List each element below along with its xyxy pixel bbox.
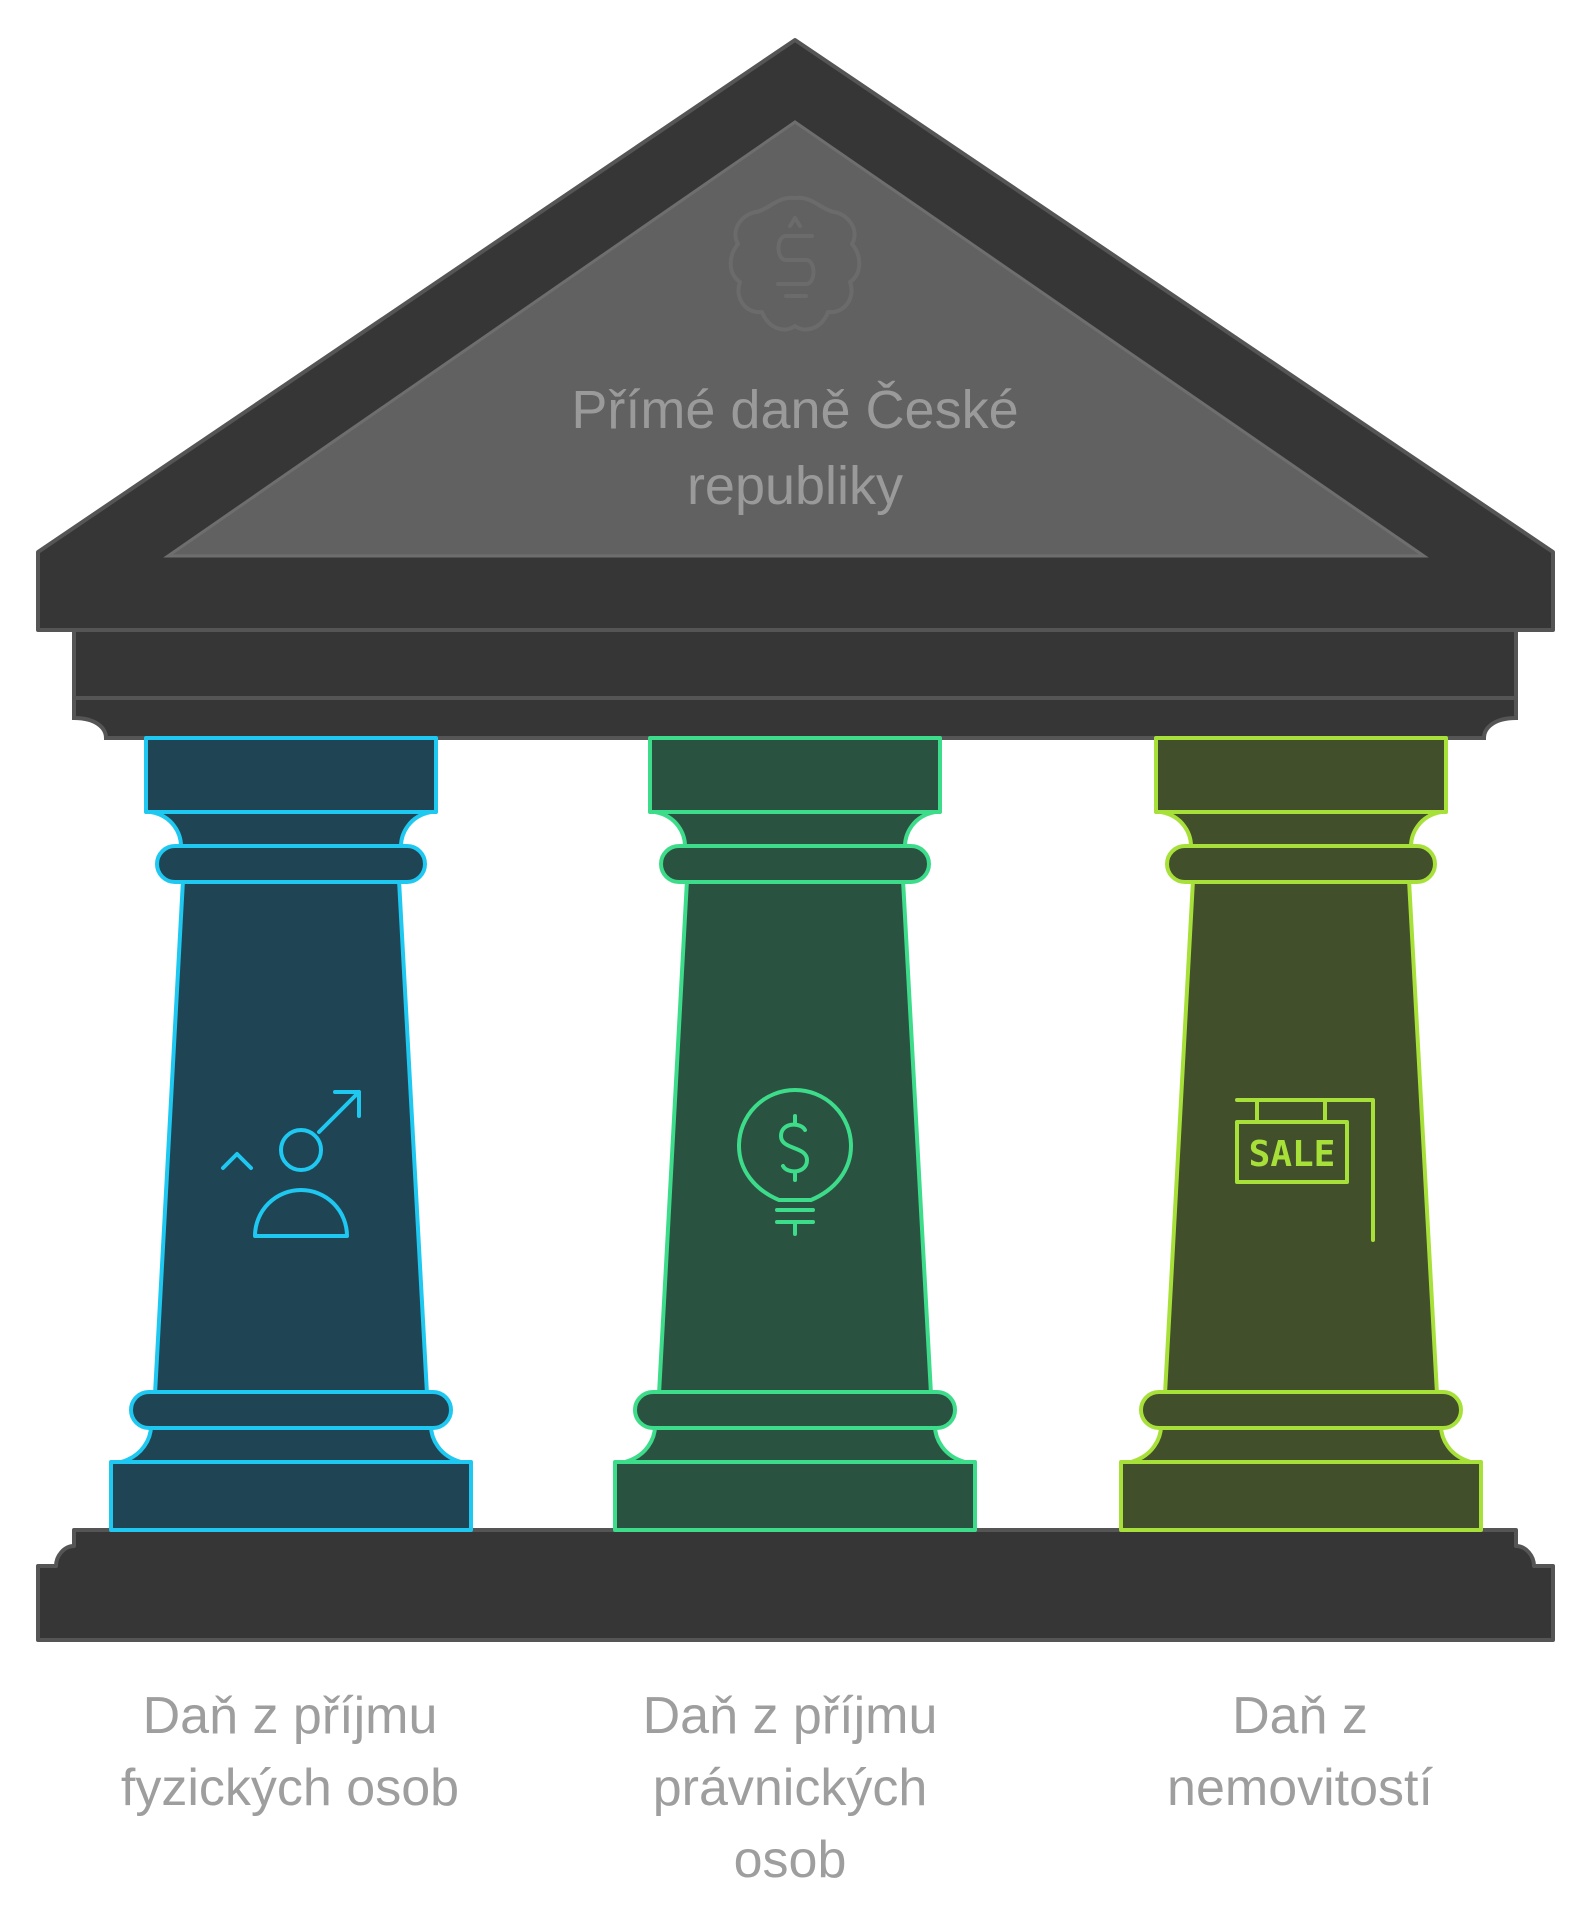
- pillar-capital: [1154, 736, 1448, 814]
- pillar-neck: [1159, 810, 1443, 848]
- pillars: SALE: [109, 736, 1483, 1532]
- pillar-label-3: Daň z nemovitostí: [1070, 1680, 1530, 1824]
- title-line-2: republiky: [686, 456, 904, 516]
- pillar-label-line: Daň z příjmu: [642, 1687, 938, 1745]
- pillar-top-ring: [659, 844, 931, 884]
- pillar-plinth: [109, 1460, 473, 1532]
- pillar-label-line: nemovitostí: [1167, 1759, 1433, 1817]
- pillar-bottom-ring: [129, 1390, 453, 1430]
- pillar-2: [613, 736, 977, 1532]
- pillar-base-flare: [1129, 1424, 1473, 1464]
- roof: [36, 38, 1555, 632]
- pillar-base-flare: [119, 1424, 463, 1464]
- pillar-label-2: Daň z příjmu právnických osob: [560, 1680, 1020, 1896]
- stylobate: [36, 1528, 1555, 1642]
- pillar-top-ring: [155, 844, 427, 884]
- pillar-plinth: [1119, 1460, 1483, 1532]
- pillar-label-line: fyzických osob: [120, 1759, 460, 1817]
- pillar-neck: [149, 810, 433, 848]
- pillar-neck: [653, 810, 937, 848]
- pillar-label-line: právnických: [652, 1759, 928, 1817]
- pillar-shaft: [657, 878, 933, 1396]
- pillar-base-flare: [623, 1424, 967, 1464]
- pillar-bottom-ring: [1139, 1390, 1463, 1430]
- sale-sign-icon: SALE: [1235, 1098, 1375, 1242]
- pillar-label-line: Daň z příjmu: [142, 1687, 438, 1745]
- pillar-label-line: Daň z: [1232, 1687, 1368, 1745]
- pillar-capital: [144, 736, 438, 814]
- diagram-title: Přímé daně České republiky: [450, 372, 1140, 524]
- entablature: [72, 628, 1518, 740]
- pillar-label-1: Daň z příjmu fyzických osob: [60, 1680, 520, 1824]
- pillar-top-ring: [1165, 844, 1437, 884]
- title-line-1: Přímé daně České: [571, 380, 1019, 440]
- dollar-lightbulb-icon: [737, 1088, 853, 1236]
- sale-sign-text: SALE: [1249, 1134, 1336, 1175]
- pillar-capital: [648, 736, 942, 814]
- pillar-3: SALE: [1119, 736, 1483, 1532]
- pillar-plinth: [613, 1460, 977, 1532]
- pillar-bottom-ring: [633, 1390, 957, 1430]
- pillar-shaft: [153, 878, 429, 1396]
- pillar-label-line: osob: [733, 1831, 847, 1889]
- person-growth-icon: [221, 1090, 361, 1238]
- koruna-coin-icon: [728, 195, 862, 332]
- pillar-1: [109, 736, 473, 1532]
